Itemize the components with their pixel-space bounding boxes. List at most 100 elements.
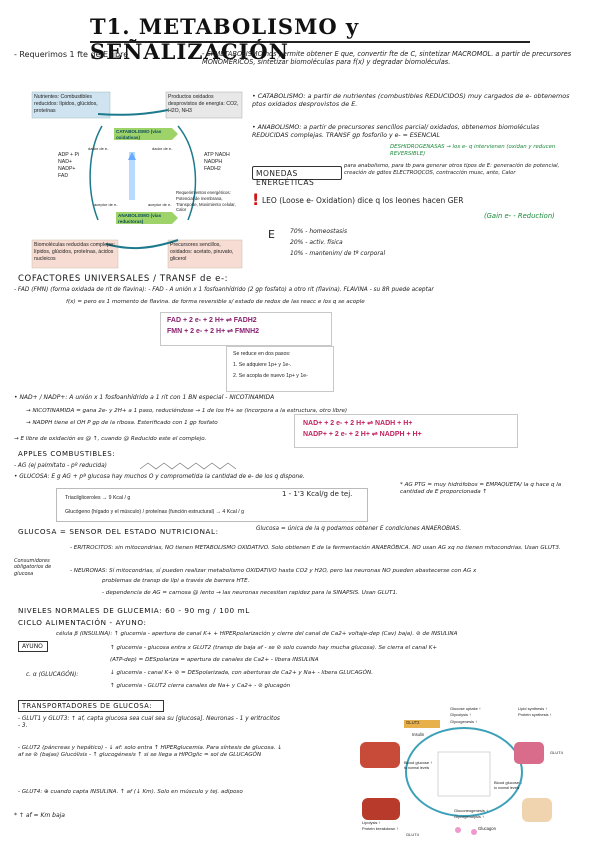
nad-line-3: → NADPH tiene el OH P gp de la ribosa. E… bbox=[26, 420, 218, 426]
fig-gluconeogenesis: Gluconeogenesis ↑ bbox=[454, 808, 489, 813]
fig-glut4-right: GLUT4 bbox=[550, 750, 563, 755]
diagram-nutrients: Nutrientes: Combustibles reducidos: lípi… bbox=[34, 94, 98, 115]
page-title: T1. METABOLISMO y SEÑALIZACIÓN bbox=[90, 14, 360, 64]
diagram-right-pool: ATP NADH NADPH FADH2 bbox=[204, 152, 230, 173]
glucosa-sensor-title: GLUCOSA = SENSOR DEL ESTADO NUTRICIONAL: bbox=[18, 527, 219, 536]
diagram-acceptor-2: aceptor de e- bbox=[148, 202, 172, 207]
diagram-anabolism: ANABOLISMO (vías reductoras) bbox=[118, 213, 162, 225]
feeding-cycle-title: CICLO ALIMENTACIÓN - AYUNO: bbox=[18, 618, 147, 627]
glycemia-title: NIVELES NORMALES DE GLUCEMIA: 60 - 90 mg… bbox=[18, 606, 250, 615]
fig-glycogenesis: Glycogenesis ↑ bbox=[450, 718, 478, 724]
glut1-3-note: - GLUT1 y GLUT3: ↑ af, capta glucosa sea… bbox=[18, 716, 280, 730]
neurons-note-3: - dependencia de AG = carnosa @ lento → … bbox=[102, 590, 398, 596]
km-footnote: * ↑ af = Km baja bbox=[14, 812, 65, 819]
fig-blood-glucose-up: Blood glucose ↑ bbox=[404, 760, 433, 765]
fad-line-2: f(x) = pero es 1 momento de flavina. de … bbox=[66, 299, 365, 305]
fig-protein-synthesis: Protein synthesis ↑ bbox=[518, 712, 552, 718]
fig-normal-levels-2: to normal levels bbox=[494, 786, 520, 790]
fig-protein-breakdown: Protein breakdown ↑ bbox=[362, 826, 399, 831]
fmn-reaction: FMN + 2 e- + 2 H+ ⇌ FMNH2 bbox=[167, 327, 260, 335]
intro-right: - El METABOLISMO nos permite obtener E q… bbox=[202, 50, 572, 67]
fad-steps-title: Se reduce en dos pasos: bbox=[233, 351, 291, 357]
palmitate-structure bbox=[139, 458, 240, 472]
fig-glucose-uptake: Glucose uptake ↑ bbox=[450, 706, 481, 711]
leo-note: LEO (Loose e- Oxidation) dice q los leon… bbox=[262, 196, 464, 205]
nadp-reaction: NADP+ + 2 e- + 2 H+ ⇌ NADPH + H+ bbox=[303, 430, 422, 438]
diagram-donor-2: dador de e- bbox=[152, 146, 173, 151]
fig-lipolysis-block: Lipolysis ↑ Protein breakdown ↑ bbox=[362, 820, 422, 832]
nad-line-1: • NAD+ / NADP+: A unión x 1 fosfoanhídri… bbox=[14, 394, 275, 401]
fig-glut2-top: GLUT2 bbox=[406, 720, 420, 725]
fig-glucagon: Glucagon bbox=[478, 826, 496, 831]
fig-glut4-bottom: GLUT4 bbox=[406, 832, 419, 837]
obligate-consumers: Consumidores obligatorios de glucosa bbox=[14, 558, 52, 577]
energy-homeostasis: 70% - homeostasis bbox=[290, 228, 348, 235]
triglycerides-row: Triacilgliceroles → 9 Kcal / g bbox=[65, 495, 131, 501]
fig-glycolysis: Glycolysis ↑ bbox=[450, 712, 472, 718]
neurons-note: - NEURONAS: Sí mitocondrias, sí pueden r… bbox=[70, 568, 477, 574]
glucosa-sensor-text: Glucosa = única de la q podamos obtener … bbox=[256, 526, 462, 532]
anabolism-note: • ANABOLISMO: a partir de precursores se… bbox=[252, 124, 540, 139]
energy-label: E bbox=[268, 228, 275, 241]
diagram-requirements: Requerimientos energéticos: Potencial de… bbox=[176, 190, 236, 213]
diagram-acceptor-1: aceptor de e- bbox=[94, 202, 118, 207]
fig-synthesis-block: Lipid synthesis ↑ Protein synthesis ↑ bbox=[518, 706, 580, 719]
glucagon-note-1: ↓ glucemia - canal K+ ⊘ = DESpolarizada,… bbox=[110, 670, 373, 676]
nad-line-2: → NICOTINAMIDA = gana 2e- y 2H+ a 1 paso… bbox=[26, 408, 348, 414]
metabolism-diagram: Nutrientes: Combustibles reducidos: lípi… bbox=[28, 90, 246, 270]
insulin-glucagon-figure: GLUT2 Insulin Glucose uptake ↑ Glycolysi… bbox=[354, 702, 582, 842]
glucagon-note-2: ↑ glucemia - GLUT2 cierra canales de Na+… bbox=[110, 683, 291, 689]
insulin-note-3: (ATP-dep) = DESpolariza = apertura de ca… bbox=[110, 657, 319, 663]
energy-physical: 20% - activ. física bbox=[290, 239, 343, 246]
fad-line-1: - FAD (FMN) (forma oxidada de rit de fla… bbox=[14, 287, 434, 293]
diagram-catabolism: CATABOLISMO (vías oxidativas) bbox=[116, 129, 162, 141]
fig-normal-levels-1: to normal levels bbox=[404, 766, 430, 770]
nad-line-4: → E libre de oxidación es @ ↑, cuando @ … bbox=[14, 436, 207, 442]
diagram-complex-biomolecules: Biomoléculas reducidas complejas: lípido… bbox=[34, 242, 116, 263]
glycogen-row: Glucógeno (hígado y el músculo) / proteí… bbox=[65, 509, 245, 515]
intro-left: - Requerimos 1 fte de E libre bbox=[14, 50, 129, 59]
ayuno-box: AYUNO bbox=[18, 641, 48, 652]
fig-glycogenolysis: Glycogenolysis ↑ bbox=[454, 814, 485, 819]
energy-table: Triacilgliceroles → 9 Kcal / g Glucógeno… bbox=[56, 488, 368, 522]
transporters-box: TRANSPORTADORES DE GLUCOSA: bbox=[18, 700, 164, 712]
energy-thermal: 10% - mantenim/ de tª corporal bbox=[290, 250, 386, 257]
diagram-simple-precursors: Precursores sencillos, oxidados: acetato… bbox=[170, 242, 234, 263]
cofactores-title: COFACTORES UNIVERSALES / TRANSF de e-: bbox=[18, 274, 229, 284]
monedas-text: para anabolismo, para tb para generar ot… bbox=[344, 163, 560, 176]
catabolism-note: • CATABOLISMO: a partir de nutrientes (c… bbox=[252, 92, 570, 108]
erythrocytes-note: - ERITROCITOS: sin mitocondrias, NO tien… bbox=[70, 545, 561, 551]
fig-gluconeo-block: Gluconeogenesis ↑ Glycogenolysis ↑ bbox=[454, 808, 514, 820]
combustibles-tissue: 1 - 1'3 Kcal/g de tej. bbox=[282, 490, 353, 498]
diagram-donor-1: dador de e- bbox=[88, 146, 109, 151]
glut2-note: - GLUT2 (páncreas y hepático) - ↓ af: so… bbox=[18, 745, 282, 758]
glut4-note: - GLUT4: ⊕ cuando capta INSULINA. ↑ af (… bbox=[18, 789, 243, 795]
combustibles-glucosa: • GLUCOSA: E g AG + pª glucosa hay mucho… bbox=[14, 474, 305, 480]
fad-steps-box: Se reduce en dos pasos: 1. Se adquiere 1… bbox=[226, 346, 334, 392]
fad-step-2: 2. Se acopla de nuevo 1p+ y 1e- bbox=[233, 373, 308, 380]
monedas-label: MONEDAS ENERGÉTICAS bbox=[256, 169, 315, 188]
combustibles-title: APPLES COMBUSTIBLES: bbox=[18, 450, 116, 458]
fig-uptake-block: Glucose uptake ↑ Glycolysis ↑ Glycogenes… bbox=[450, 706, 520, 725]
fig-lipolysis: Lipolysis ↑ bbox=[362, 820, 381, 825]
fad-reaction: FAD + 2 e- + 2 H+ ⇌ FADH2 bbox=[167, 317, 257, 324]
nad-reaction: NAD+ + 2 e- + 2 H+ ⇌ NADH + H+ bbox=[303, 420, 413, 427]
title-underline bbox=[90, 41, 530, 43]
monedas-box: MONEDAS ENERGÉTICAS bbox=[252, 166, 342, 187]
neurons-note-2: problemas de transp de lípi a través de … bbox=[102, 578, 250, 584]
fig-insulin: Insulin bbox=[412, 732, 425, 737]
transporters-title: TRANSPORTADORES DE GLUCOSA: bbox=[22, 702, 153, 710]
exclamation-icon: ! bbox=[252, 190, 260, 209]
ger-note: (Gain e- - Reduction) bbox=[484, 212, 555, 220]
insulin-note-1: célula β (INSULINA): ↑ glucemia - apertu… bbox=[56, 631, 458, 637]
fad-reactions-box: FAD + 2 e- + 2 H+ ⇌ FADH2 FMN + 2 e- + 2… bbox=[160, 312, 332, 346]
nad-reactions-box: NAD+ + 2 e- + 2 H+ ⇌ NADH + H+ NADP+ + 2… bbox=[294, 414, 518, 448]
diagram-oxidized-products: Productos oxidados desprovistos de energ… bbox=[168, 94, 239, 115]
ag-packaging-note: * AG PTG = muy hidrófobos = EMPAQUETA/ l… bbox=[400, 482, 562, 495]
glucagon-cell-label: c. α (GLUCAGÓN): bbox=[26, 672, 79, 678]
ayuno-label: AYUNO bbox=[22, 643, 43, 650]
combustibles-ag: - AG (ej palmitato - pº reducida) bbox=[14, 463, 107, 469]
fad-step-1: 1. Se adquiere 1p+ y 1e-. bbox=[233, 362, 292, 369]
diagram-left-pool: ADP + Pi NAD+ NADP+ FAD bbox=[58, 152, 80, 180]
dehydrogenases-note: DESHIDROGENASAS → los e- q intervienen (… bbox=[390, 144, 556, 157]
